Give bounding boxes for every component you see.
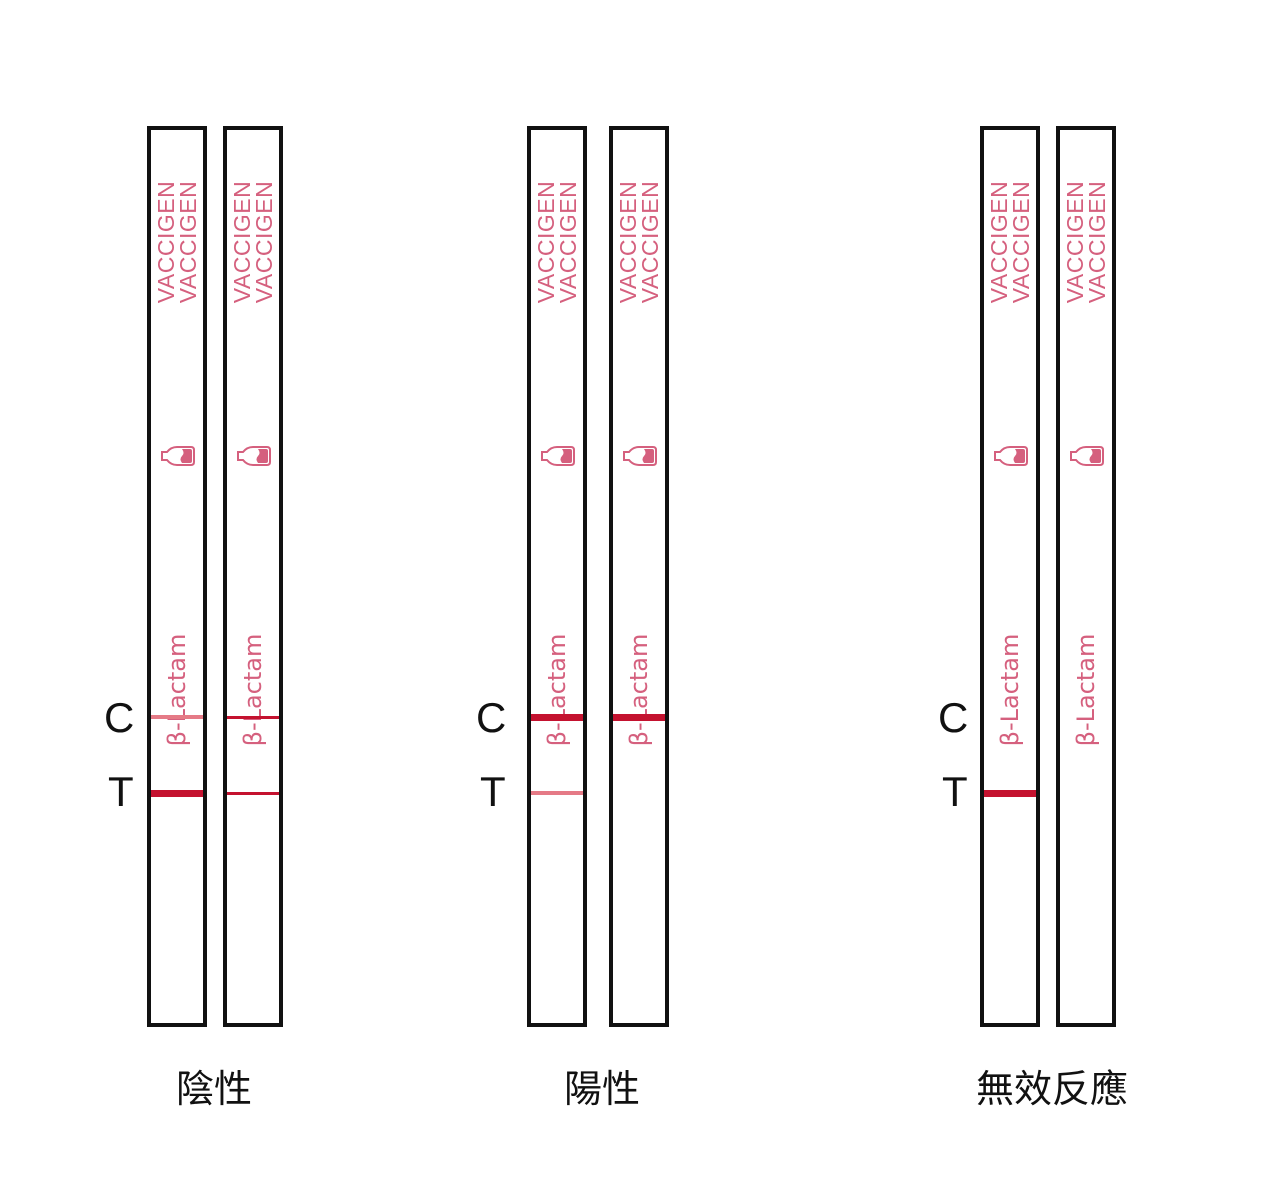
- test-line-marker: T: [108, 768, 134, 815]
- test-line: [984, 789, 1036, 797]
- test-line: [531, 791, 583, 795]
- test-line: [151, 789, 203, 797]
- result-caption: 陽性: [563, 1067, 641, 1111]
- analyte-label: β-Lactam: [1072, 633, 1100, 747]
- control-line: [613, 713, 665, 721]
- brand-logo-line: VACCIGEN: [1084, 180, 1110, 304]
- brand-logo-line: VACCIGEN: [986, 180, 1012, 304]
- result-caption: 無效反應: [975, 1067, 1129, 1111]
- milk-bottle-icon: [994, 446, 1028, 466]
- brand-logo-line: VACCIGEN: [1008, 180, 1034, 304]
- test-line-marker: T: [942, 768, 968, 815]
- control-line-marker: C: [476, 694, 507, 741]
- milk-bottle-icon: [237, 446, 271, 466]
- milk-bottle-icon: [161, 446, 195, 466]
- test-line: [227, 791, 279, 795]
- analyte-label: β-Lactam: [996, 633, 1024, 747]
- brand-logo-line: VACCIGEN: [1062, 180, 1088, 304]
- milk-bottle-icon: [1070, 446, 1104, 466]
- control-line: [227, 715, 279, 719]
- control-line-marker: C: [938, 694, 969, 741]
- control-line: [151, 715, 203, 719]
- milk-bottle-icon: [623, 446, 657, 466]
- test-line-marker: T: [480, 768, 506, 815]
- control-line-marker: C: [104, 694, 135, 741]
- result-caption: 陰性: [175, 1067, 253, 1111]
- control-line: [531, 713, 583, 721]
- milk-bottle-icon: [541, 446, 575, 466]
